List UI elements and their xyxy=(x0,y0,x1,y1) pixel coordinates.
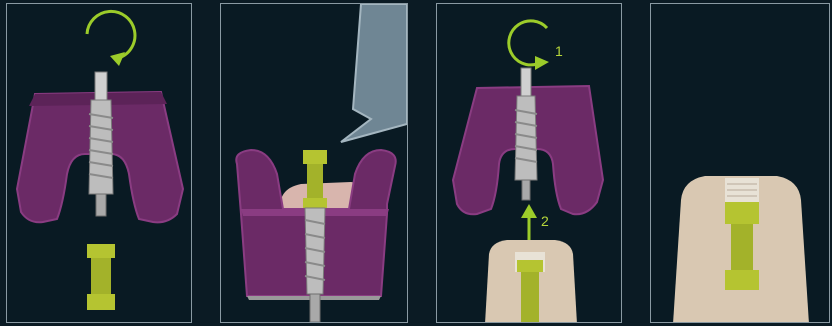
panel-unscrew-transfer xyxy=(6,3,192,323)
implant-analog xyxy=(87,244,115,310)
step-2-label: 2 xyxy=(541,213,549,229)
instrument-handle xyxy=(341,4,407,142)
step-1-label: 1 xyxy=(555,43,563,59)
panel-tray-in-mouth xyxy=(220,3,408,323)
rotation-arrow-icon xyxy=(87,11,135,66)
implant-analog xyxy=(303,150,327,208)
transfer-screw xyxy=(305,208,325,322)
panel-reposition-analog: 1 2 xyxy=(436,3,622,323)
panel-analog-in-stone xyxy=(650,3,830,323)
insertion-arrow-icon xyxy=(521,204,537,240)
rotation-arrow-icon xyxy=(509,21,549,70)
